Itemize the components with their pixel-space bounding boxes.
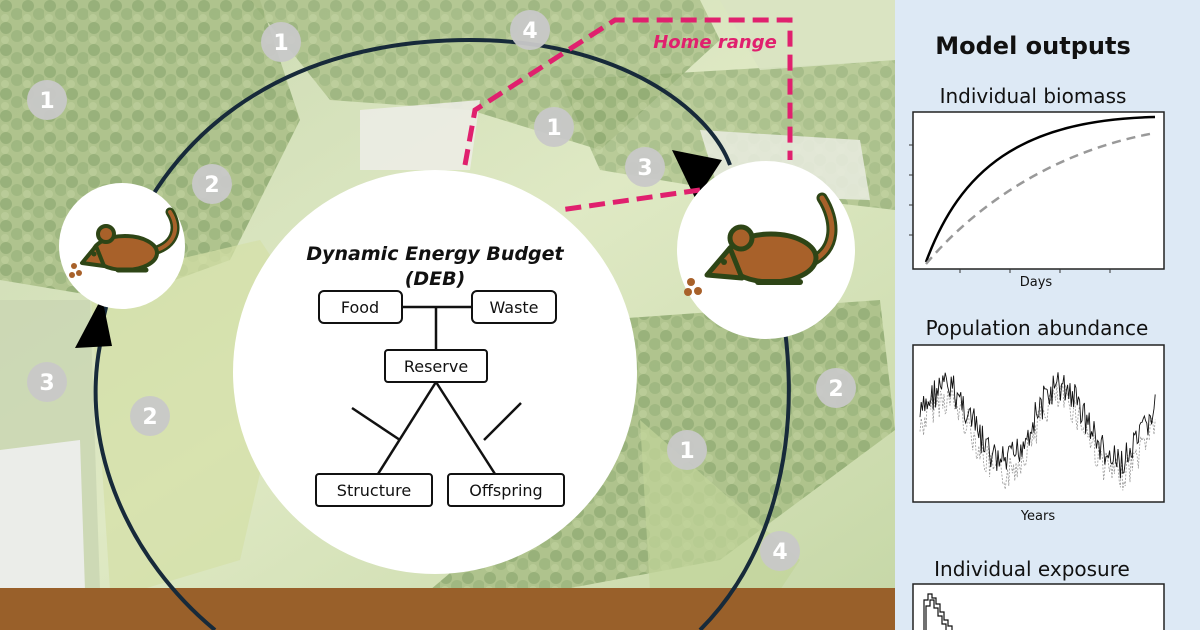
deb-box-reserve	[384, 349, 488, 383]
deb-label-food: Food	[341, 298, 379, 317]
site-badge-circle	[760, 531, 800, 571]
life-cycle-ring	[93, 37, 791, 630]
site-badge-circle	[27, 362, 67, 402]
site-badge-number: 2	[142, 405, 157, 430]
home-range-label: Home range	[653, 32, 777, 53]
cycle-arrow-right	[672, 150, 722, 200]
site-badge-circle	[27, 80, 67, 120]
biomass-curve-dashed	[925, 131, 1156, 265]
deb-box-structure	[315, 473, 433, 507]
deb-box-food	[318, 290, 403, 324]
outputs-title: Model outputs	[935, 32, 1130, 60]
deb-label-waste: Waste	[489, 298, 538, 317]
deb-box-waste	[471, 290, 557, 324]
site-badge-number: 3	[637, 156, 652, 181]
deb-label-structure: Structure	[337, 481, 411, 500]
site-badge-circle	[667, 430, 707, 470]
deb-title-line1: Dynamic Energy Budget	[306, 243, 564, 265]
deb-label-offspring: Offspring	[469, 481, 542, 500]
deb-title-line2: (DEB)	[405, 268, 466, 290]
plot-title-exposure: Individual exposure	[934, 557, 1130, 581]
site-badge-number: 2	[204, 173, 219, 198]
site-badge-circle	[261, 22, 301, 62]
deb-diagram: Dynamic Energy Budget (DEB) Food Waste R…	[233, 170, 637, 574]
site-badge-circle	[192, 164, 232, 204]
site-badge-circle	[625, 147, 665, 187]
mouse-adult	[677, 161, 855, 339]
site-badge-number: 1	[679, 439, 694, 464]
biomass-curve-solid	[924, 115, 1156, 263]
site-badge-number: 1	[546, 116, 561, 141]
plot-xlabel-biomass: Days	[1020, 275, 1053, 290]
plot-exposure	[912, 583, 1165, 630]
deb-box-offspring	[447, 473, 565, 507]
mouse-juvenile	[59, 183, 185, 309]
home-range-path	[462, 17, 793, 213]
ground-strip	[0, 588, 895, 630]
site-badge-circle	[130, 396, 170, 436]
abundance-series-dashed	[919, 383, 1156, 491]
site-badge-number: 4	[772, 540, 787, 565]
plot-biomass	[912, 111, 1165, 270]
site-badge-number: 3	[39, 371, 54, 396]
plot-abundance	[912, 344, 1165, 503]
model-outputs-panel: Model outputs Individual biomass Days Po…	[895, 0, 1200, 630]
site-badge-circle	[534, 107, 574, 147]
plot-xlabel-abundance: Years	[1020, 509, 1056, 524]
site-badge-number: 1	[273, 31, 288, 56]
deb-label-reserve: Reserve	[404, 357, 468, 376]
site-badge-number: 2	[828, 377, 843, 402]
abundance-series-solid	[919, 372, 1156, 479]
exposure-histogram	[923, 593, 953, 630]
site-badge-circle	[816, 368, 856, 408]
site-badge-number: 4	[522, 19, 537, 44]
plot-title-abundance: Population abundance	[926, 316, 1149, 340]
cycle-arrow-left	[75, 297, 112, 348]
site-badge-circle	[510, 10, 550, 50]
plot-biomass-ticks	[909, 144, 1111, 273]
site-number-badges: 1 1 4 1 2 3 2 3 2 1 4	[27, 10, 856, 571]
plot-title-biomass: Individual biomass	[940, 84, 1127, 108]
site-badge-number: 1	[39, 89, 54, 114]
